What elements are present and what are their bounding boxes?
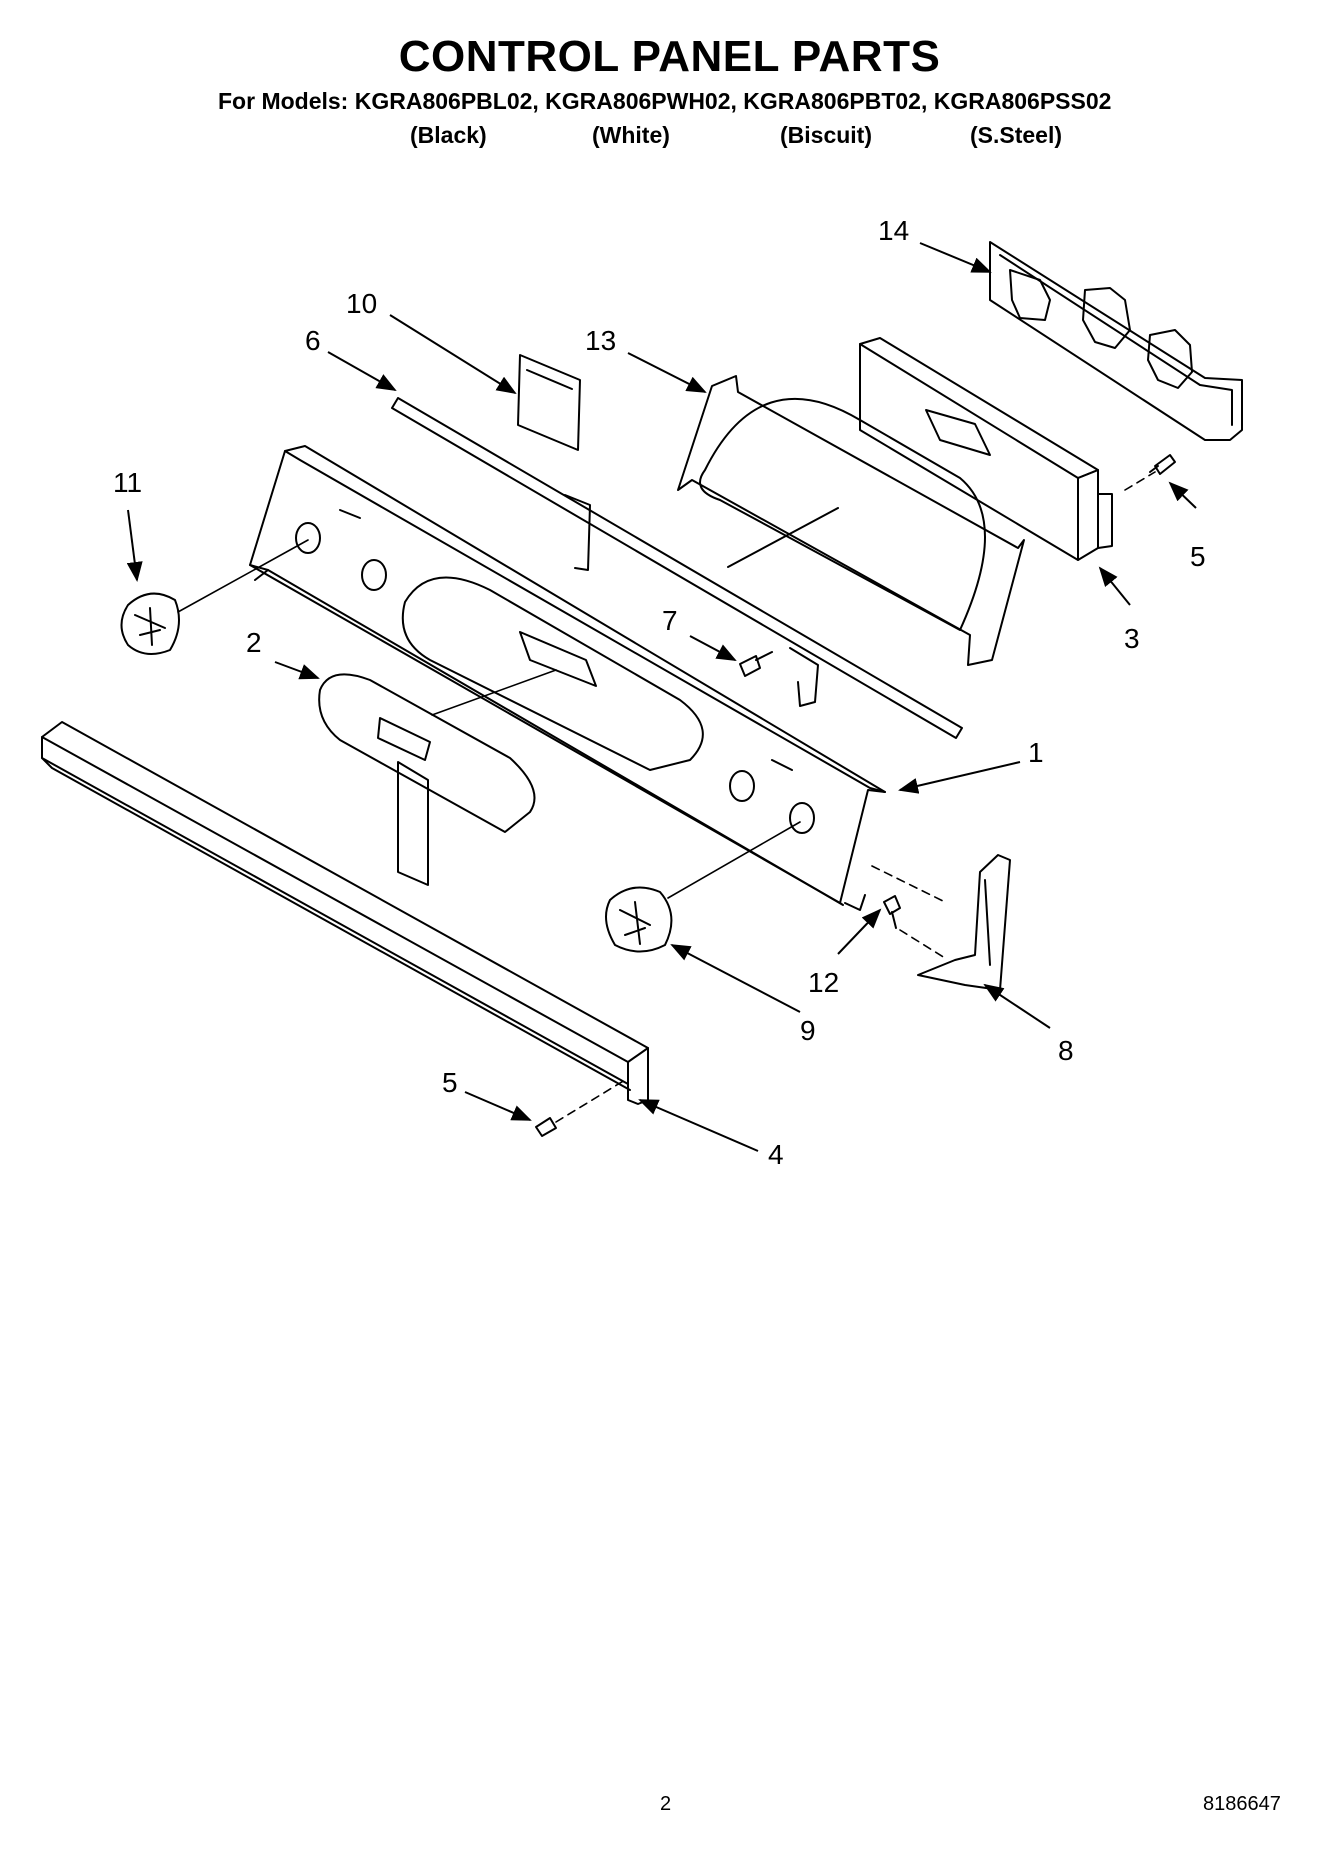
callout-8: 8 [1058, 1035, 1074, 1066]
variant-biscuit: (Biscuit) [780, 122, 872, 148]
callout-1: 1 [1028, 737, 1044, 768]
part-1-control-panel [249, 445, 886, 911]
part-11-knob [120, 592, 180, 655]
part-3-electronic-control [859, 337, 1113, 561]
part-8-end-cap [917, 854, 1011, 991]
part-9-knob [605, 886, 673, 953]
part-number: 8186647 [1203, 1793, 1281, 1815]
callout-labels: 14 10 6 13 11 5 3 7 2 1 12 9 8 5 4 [113, 215, 1206, 1170]
callout-5-upper: 5 [1190, 541, 1206, 572]
part-7-screw [739, 651, 773, 677]
callout-5-lower: 5 [442, 1067, 458, 1098]
part-4-trim [41, 721, 649, 1105]
callout-10: 10 [346, 288, 377, 319]
part-10-board [517, 354, 581, 451]
variant-white: (White) [592, 122, 670, 148]
callout-12: 12 [808, 967, 839, 998]
page-title: CONTROL PANEL PARTS [398, 32, 941, 81]
part-5-screw-lower [535, 1117, 557, 1137]
callout-4: 4 [768, 1139, 784, 1170]
callout-3: 3 [1124, 623, 1140, 654]
part-6-rail [391, 397, 963, 739]
models-line: For Models: KGRA806PBL02, KGRA806PWH02, … [218, 88, 1112, 114]
callout-9: 9 [800, 1015, 816, 1046]
callout-13: 13 [585, 325, 616, 356]
callout-6: 6 [305, 325, 321, 356]
callout-7: 7 [662, 605, 678, 636]
part-13-overlay [677, 375, 1025, 666]
part-14-rear-bracket [989, 241, 1243, 441]
page-number: 2 [660, 1793, 672, 1815]
callout-14: 14 [878, 215, 909, 246]
callout-11: 11 [113, 467, 142, 498]
variant-black: (Black) [410, 122, 487, 148]
part-12-screw [883, 895, 901, 929]
part-5-screw-upper [1149, 454, 1176, 475]
callout-2: 2 [246, 627, 262, 658]
variant-stainless: (S.Steel) [970, 122, 1063, 148]
part-2-inner-overlay [318, 673, 536, 886]
